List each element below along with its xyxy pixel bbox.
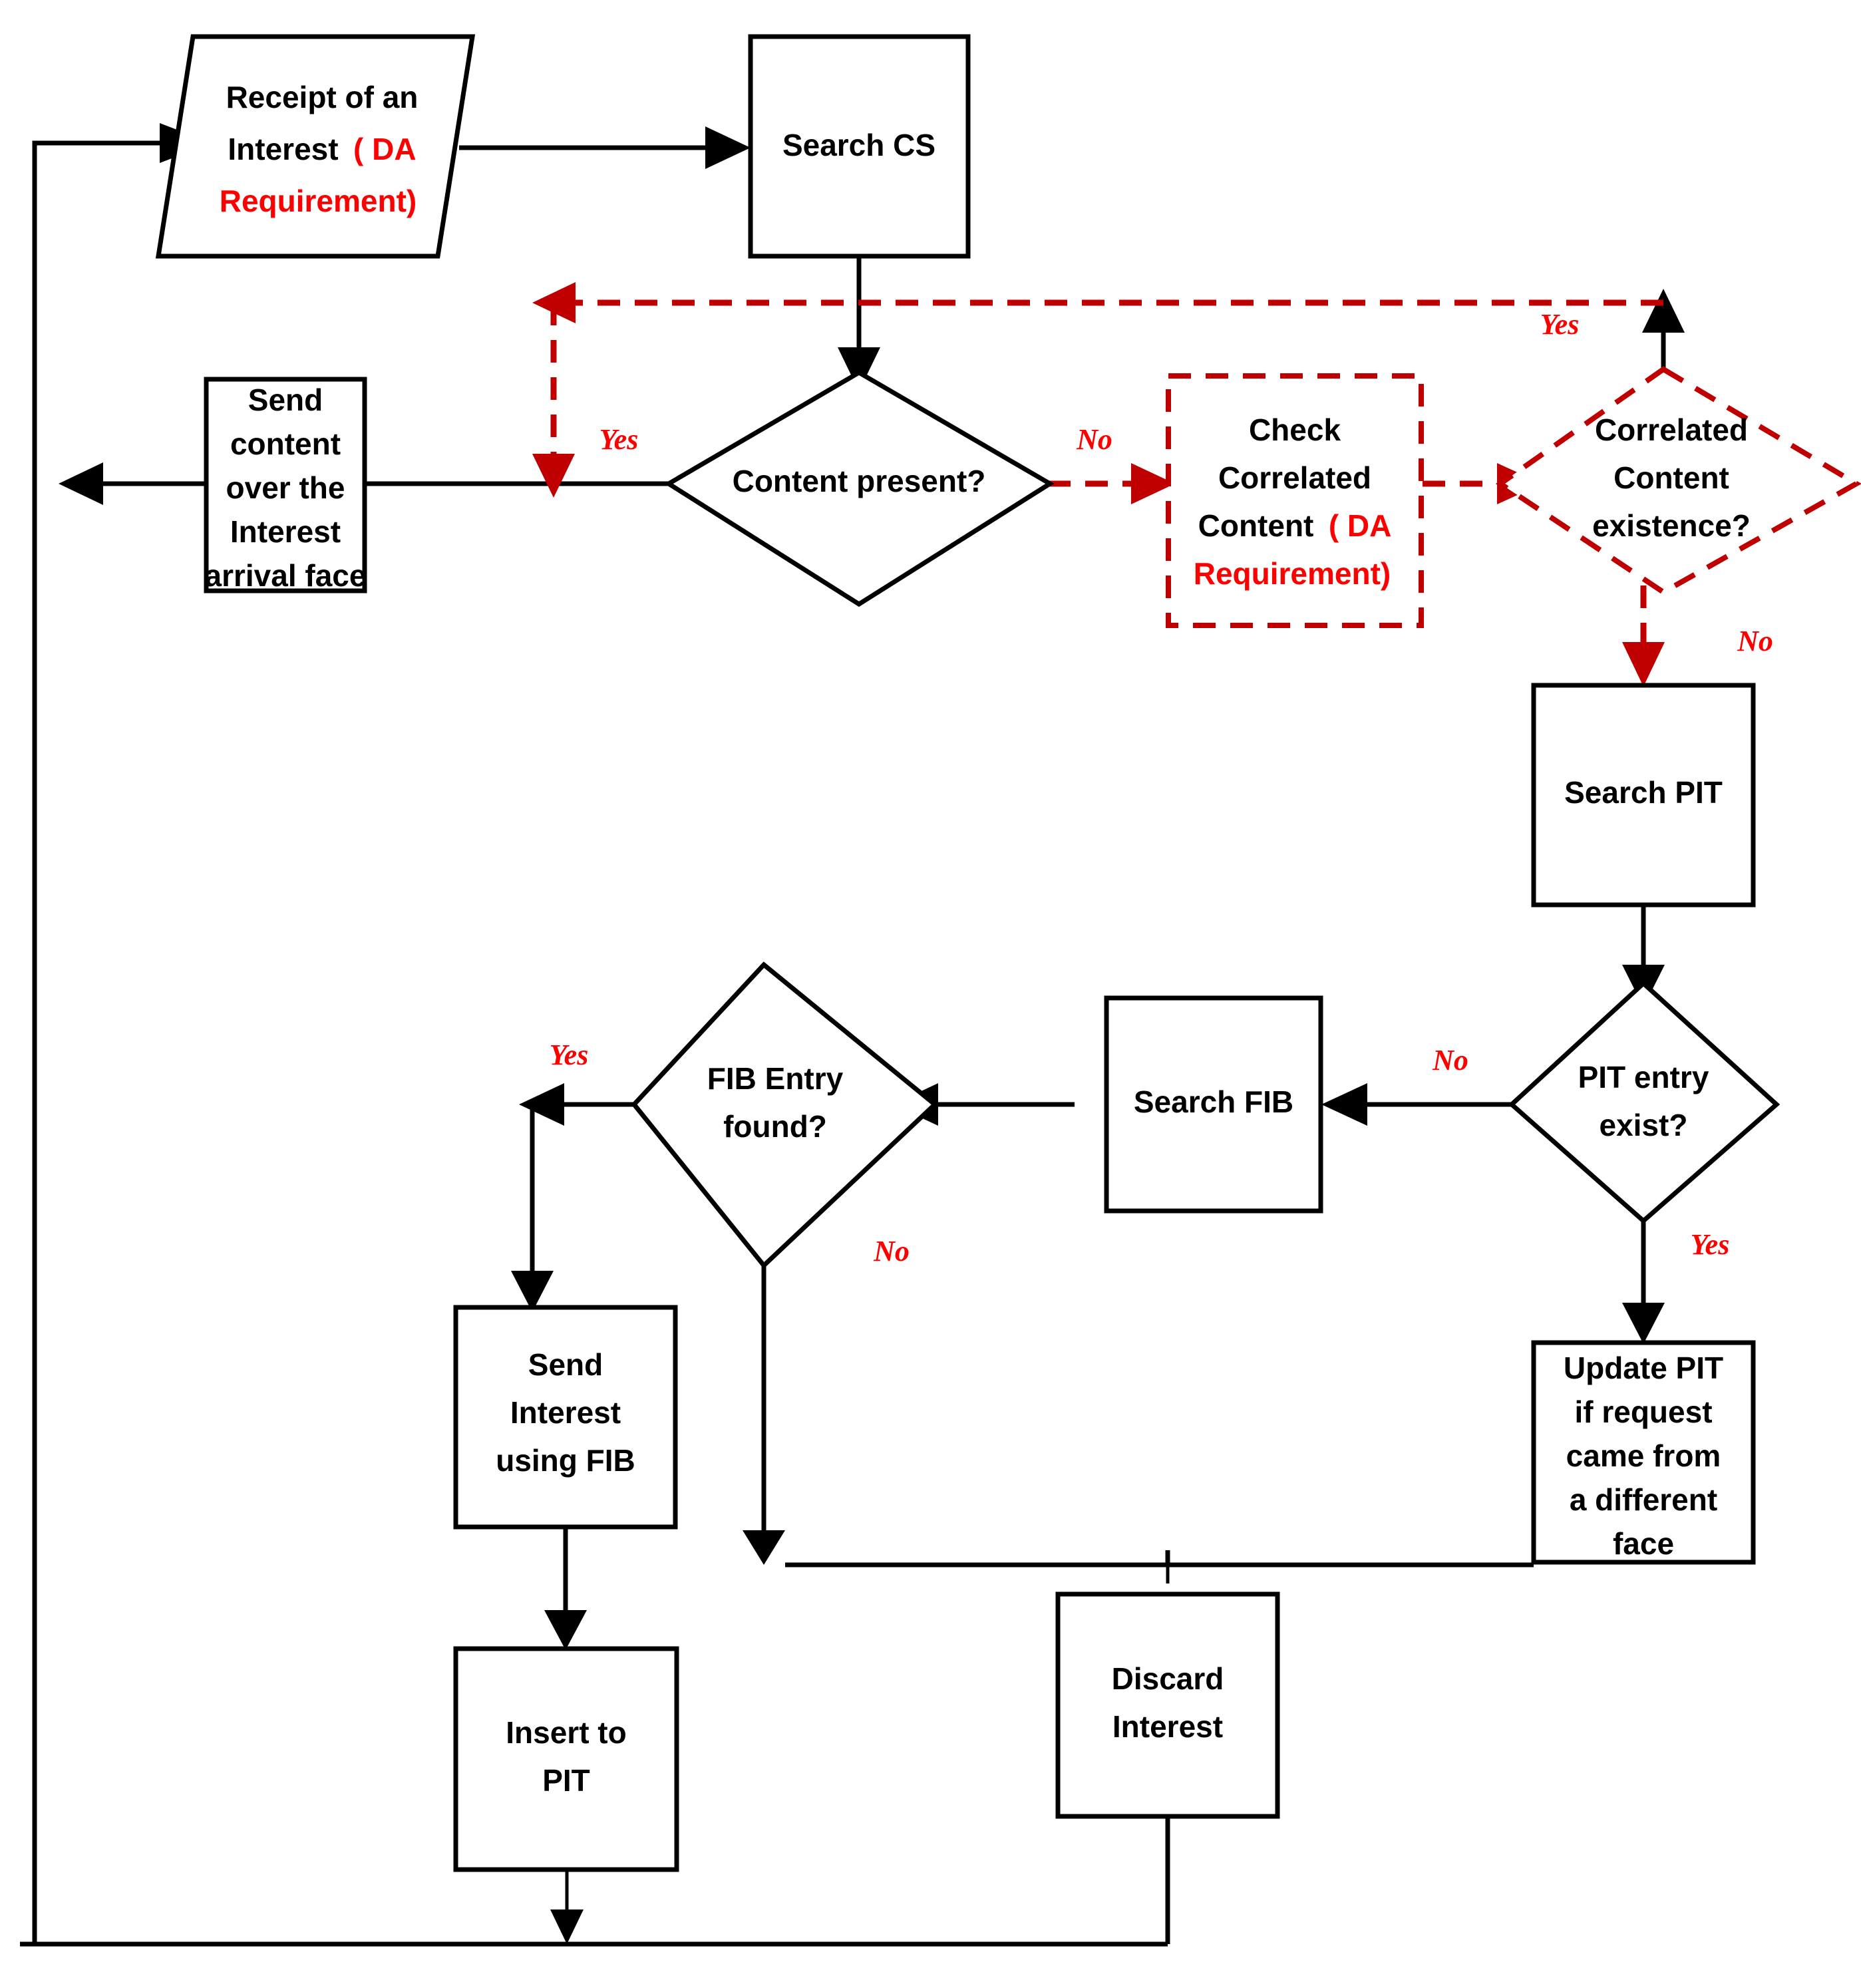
arrowhead bbox=[838, 347, 880, 391]
arrowhead bbox=[59, 462, 103, 505]
correlated-existence-line3: existence? bbox=[1592, 508, 1751, 543]
check-correlated-line4-red: Requirement) bbox=[1194, 556, 1391, 591]
node-insert-to-pit[interactable]: Insert to PIT bbox=[453, 1646, 679, 1872]
update-pit-line5: face bbox=[1613, 1526, 1674, 1561]
label-pit-entry-no: No bbox=[1432, 1044, 1468, 1077]
send-content-line5: arrival face bbox=[205, 558, 367, 593]
node-search-pit[interactable]: Search PIT bbox=[1531, 683, 1756, 908]
edge-receipt-to-search-cs bbox=[459, 126, 751, 169]
edge-insertpit-to-bottomrail bbox=[550, 1870, 584, 1944]
label-correlated-yes: Yes bbox=[1540, 308, 1580, 341]
receipt-line2-red: ( DA bbox=[353, 132, 417, 166]
content-present-label: Content present? bbox=[733, 464, 986, 498]
fib-entry-line2: found? bbox=[723, 1109, 827, 1144]
label-pit-entry-yes: Yes bbox=[1691, 1228, 1730, 1261]
node-search-cs[interactable]: Search CS bbox=[748, 34, 971, 259]
edge-updatepit-to-discard bbox=[785, 1550, 1534, 1568]
update-pit-line1: Update PIT bbox=[1564, 1351, 1723, 1385]
update-pit-line4: a different bbox=[1570, 1482, 1717, 1517]
update-pit-line2: if request bbox=[1574, 1395, 1712, 1429]
edge-contentpresent-yes-to-sendcontent bbox=[319, 462, 670, 505]
receipt-line3-red: Requirement) bbox=[220, 184, 417, 218]
node-update-pit[interactable]: Update PIT if request came from a differ… bbox=[1531, 1340, 1756, 1565]
arrowhead bbox=[1642, 289, 1685, 333]
edge-fibentry-no-to-discard bbox=[743, 1264, 785, 1565]
send-interest-line1: Send bbox=[528, 1347, 603, 1382]
edge-correlated-yes-return bbox=[532, 282, 1685, 498]
node-search-fib[interactable]: Search FIB bbox=[1104, 995, 1323, 1214]
search-cs-label: Search CS bbox=[782, 128, 935, 162]
node-check-correlated-content[interactable]: Check Correlated Content ( DA Requiremen… bbox=[1166, 373, 1424, 628]
send-interest-line2: Interest bbox=[510, 1395, 621, 1430]
fib-entry-line1: FIB Entry bbox=[707, 1061, 844, 1096]
arrowhead bbox=[705, 126, 751, 169]
update-pit-line3: came from bbox=[1566, 1438, 1721, 1473]
node-receipt-of-interest[interactable]: Receipt of an Interest ( DA Requirement) bbox=[155, 34, 476, 259]
check-correlated-line1: Check bbox=[1249, 413, 1341, 447]
label-correlated-no: No bbox=[1737, 625, 1773, 657]
arrowhead bbox=[1622, 1303, 1665, 1344]
node-fib-entry-found[interactable]: FIB Entry found? bbox=[631, 961, 939, 1269]
send-content-line4: Interest bbox=[230, 514, 341, 549]
arrowhead bbox=[1131, 463, 1175, 504]
node-send-interest-using-fib[interactable]: Send Interest using FIB bbox=[453, 1305, 678, 1530]
search-fib-label: Search FIB bbox=[1134, 1084, 1293, 1119]
label-fib-found-no: No bbox=[873, 1235, 910, 1267]
receipt-line1: Receipt of an bbox=[226, 80, 419, 114]
send-content-line1: Send bbox=[248, 383, 323, 417]
check-correlated-line3-red: ( DA bbox=[1329, 508, 1392, 543]
edge-pitentry-no-to-searchfib bbox=[1321, 1083, 1513, 1126]
receipt-line2: Interest ( DA bbox=[228, 132, 416, 166]
edge-sendinterest-to-insertpit bbox=[544, 1527, 587, 1650]
insert-pit-line2: PIT bbox=[542, 1763, 590, 1798]
label-content-present-no: No bbox=[1076, 423, 1112, 456]
edge-correlated-no-to-searchpit bbox=[1622, 585, 1665, 687]
edge-sendcontent-exit-left bbox=[59, 462, 206, 505]
discard-line1: Discard bbox=[1112, 1661, 1224, 1696]
arrowhead bbox=[743, 1530, 785, 1565]
node-discard-interest[interactable]: Discard Interest bbox=[1055, 1591, 1280, 1819]
discard-line2: Interest bbox=[1112, 1709, 1223, 1744]
receipt-line2-black: Interest bbox=[228, 132, 338, 166]
arrowhead bbox=[532, 454, 575, 498]
arrowhead bbox=[1622, 642, 1665, 687]
arrowhead bbox=[511, 1271, 554, 1312]
correlated-existence-line2: Content bbox=[1613, 460, 1729, 495]
send-interest-line3: using FIB bbox=[496, 1443, 635, 1478]
node-send-content[interactable]: Send content over the Interest arrival f… bbox=[204, 377, 367, 593]
edge-pitentry-yes-to-updatepit bbox=[1622, 1218, 1665, 1344]
search-pit-label: Search PIT bbox=[1564, 775, 1723, 810]
label-content-present-yes: Yes bbox=[599, 423, 639, 456]
edge-fibentry-yes-to-sendinterest bbox=[511, 1083, 635, 1312]
arrowhead bbox=[550, 1909, 584, 1944]
correlated-existence-line1: Correlated bbox=[1595, 413, 1748, 447]
send-content-line2: content bbox=[230, 426, 341, 461]
node-pit-entry-exist[interactable]: PIT entry exist? bbox=[1508, 980, 1780, 1224]
arrowhead bbox=[1321, 1083, 1367, 1126]
pit-entry-line2: exist? bbox=[1600, 1108, 1688, 1142]
send-content-line3: over the bbox=[226, 470, 345, 505]
check-correlated-line3-black: Content bbox=[1198, 508, 1314, 543]
pit-entry-line1: PIT entry bbox=[1578, 1060, 1709, 1094]
insert-pit-line1: Insert to bbox=[506, 1715, 626, 1750]
check-correlated-line3: Content ( DA bbox=[1198, 508, 1392, 543]
arrowhead bbox=[544, 1610, 587, 1650]
check-correlated-line2: Correlated bbox=[1218, 460, 1371, 495]
label-fib-found-yes: Yes bbox=[550, 1039, 589, 1071]
node-content-present[interactable]: Content present? bbox=[664, 369, 1055, 607]
edge-contentpresent-no-to-checkcorrelated bbox=[1048, 463, 1175, 504]
arrowhead bbox=[519, 1083, 564, 1126]
node-correlated-content-existence[interactable]: Correlated Content existence? bbox=[1495, 366, 1861, 595]
